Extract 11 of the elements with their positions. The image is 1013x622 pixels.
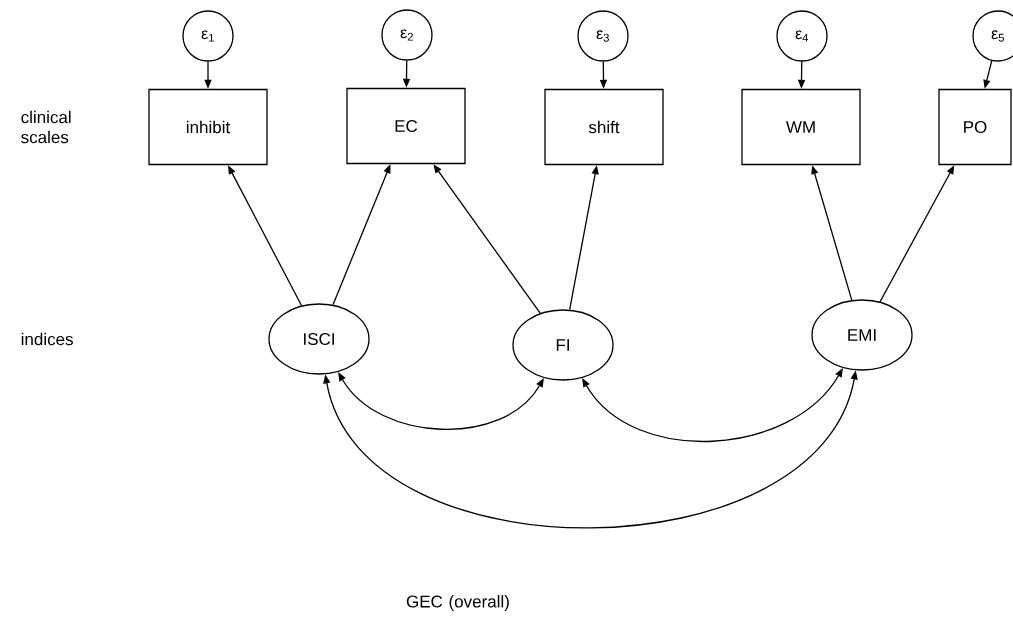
scale-box: WM	[741, 88, 861, 166]
scale-box: PO	[938, 88, 1012, 166]
arrow	[433, 164, 541, 314]
covariance-arrow	[582, 368, 843, 442]
scale-box: EC	[346, 87, 466, 165]
covariance-arrow	[338, 372, 544, 430]
scale-box: shift	[544, 88, 664, 166]
side-label: clinical scales	[21, 110, 71, 144]
side-label: GEC (overall)	[406, 595, 509, 611]
scale-box: inhibit	[148, 88, 268, 166]
side-label: indices	[21, 332, 73, 346]
